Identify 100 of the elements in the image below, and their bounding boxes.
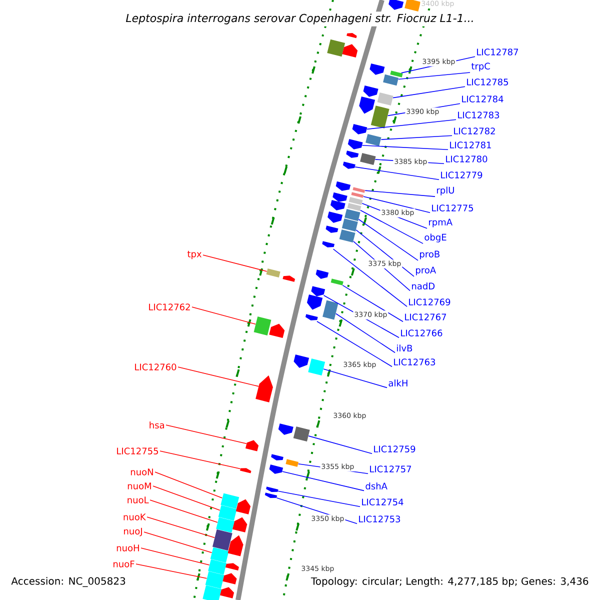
gene-label: LIC12783 bbox=[458, 112, 500, 118]
gene-label: LIC12766 bbox=[401, 330, 442, 336]
gene-label: nuoK bbox=[124, 514, 146, 520]
gene-pentagon bbox=[245, 440, 259, 452]
leader-line bbox=[278, 490, 360, 507]
gene-block bbox=[348, 197, 363, 205]
gene-block bbox=[220, 493, 240, 509]
gene-label: LIC12784 bbox=[462, 96, 504, 102]
gene-pentagon bbox=[352, 124, 368, 134]
gene-block bbox=[254, 316, 272, 336]
leader-line bbox=[140, 548, 210, 566]
gene-pentagon bbox=[278, 423, 294, 435]
gene-label: LIC12780 bbox=[446, 156, 488, 162]
gene-pentagon bbox=[328, 211, 343, 223]
gene-pentagon bbox=[222, 573, 237, 584]
gene-pentagon bbox=[225, 563, 239, 570]
gene-pentagon bbox=[271, 454, 284, 460]
gene-label: nuoN bbox=[130, 468, 153, 476]
gene-pentagon bbox=[336, 181, 351, 191]
gene-block bbox=[347, 203, 362, 211]
gene-block bbox=[342, 218, 358, 232]
gene-block bbox=[344, 208, 360, 222]
gene-pentagon bbox=[266, 486, 278, 492]
leader-line bbox=[364, 190, 436, 197]
gene-pentagon bbox=[305, 314, 318, 320]
gene-block bbox=[351, 192, 364, 198]
gene-block bbox=[383, 74, 399, 86]
gene-block bbox=[218, 505, 237, 521]
gene-label: LIC12754 bbox=[362, 498, 404, 506]
gene-label: nuoL bbox=[128, 496, 149, 504]
gene-block bbox=[360, 152, 376, 166]
leader-line bbox=[152, 486, 220, 511]
leader-line bbox=[342, 284, 404, 322]
gene-label: LIC12782 bbox=[454, 128, 495, 134]
gene-block bbox=[205, 571, 224, 589]
gene-label: LIC12763 bbox=[394, 358, 436, 366]
gene-pentagon bbox=[306, 294, 323, 310]
gene-pentagon bbox=[240, 468, 252, 474]
gene-label: LIC12755 bbox=[117, 448, 158, 454]
leader-line bbox=[380, 135, 452, 140]
leader-line bbox=[332, 248, 408, 307]
leader-line bbox=[398, 72, 470, 80]
gene-block bbox=[390, 70, 403, 78]
gene-pentagon bbox=[322, 241, 335, 248]
gene-block bbox=[212, 529, 232, 551]
gene-label: ilvB bbox=[397, 344, 412, 352]
gene-block bbox=[327, 39, 346, 57]
gene-block bbox=[370, 106, 390, 128]
gene-label: LIC12762 bbox=[149, 304, 190, 310]
gene-block bbox=[202, 585, 222, 600]
gene-label: dshA bbox=[366, 482, 388, 490]
gene-pentagon bbox=[269, 324, 285, 338]
gene-block bbox=[330, 278, 344, 286]
gene-block bbox=[216, 517, 235, 533]
gene-pentagon bbox=[232, 517, 248, 532]
leader-line bbox=[354, 166, 440, 180]
gene-label: rpmA bbox=[429, 218, 452, 228]
leader-line bbox=[144, 532, 212, 554]
gene-block bbox=[308, 358, 326, 376]
leader-line bbox=[323, 368, 388, 388]
gene-label: LIC12759 bbox=[374, 446, 416, 452]
gene-block bbox=[266, 268, 280, 278]
leader-line bbox=[360, 210, 424, 244]
gene-pentagon bbox=[316, 270, 329, 279]
gene-pentagon bbox=[220, 587, 234, 598]
gene-label: proA bbox=[416, 266, 436, 276]
gene-pentagon bbox=[346, 150, 359, 158]
gene-label: LIC12757 bbox=[370, 466, 411, 472]
gene-pentagon bbox=[342, 162, 356, 169]
gene-pentagon bbox=[228, 535, 244, 556]
gene-label: LIC12767 bbox=[405, 314, 446, 320]
gene-block bbox=[286, 459, 299, 467]
leader-line bbox=[363, 196, 430, 213]
gene-label: LIC12781 bbox=[450, 142, 491, 148]
leader-line bbox=[160, 450, 241, 470]
gene-pentagon bbox=[332, 192, 348, 202]
gene-label: nuoJ bbox=[124, 528, 142, 536]
gene-pentagon bbox=[269, 464, 284, 474]
gene-pentagon bbox=[363, 85, 378, 97]
gene-label: rplU bbox=[437, 186, 454, 196]
leader-line bbox=[358, 218, 418, 261]
leader-line bbox=[192, 306, 256, 325]
gene-block bbox=[322, 300, 338, 320]
gene-pentagon bbox=[359, 96, 376, 114]
gene-label: obgE bbox=[424, 234, 446, 242]
gene-block bbox=[293, 426, 310, 442]
gene-label: alkH bbox=[388, 380, 408, 386]
gene-label: trpC bbox=[471, 62, 490, 72]
leader-line bbox=[136, 564, 208, 579]
title: Leptospira interrogans serovar Copenhageni str. Fiocruz L1-1... bbox=[124, 12, 476, 26]
gene-block bbox=[210, 547, 229, 563]
gene-pentagon bbox=[388, 0, 404, 10]
gene-pentagon bbox=[256, 375, 273, 402]
gene-pentagon bbox=[264, 492, 278, 498]
leader-line bbox=[150, 500, 218, 523]
gene-label: nuoF bbox=[114, 560, 134, 568]
gene-label: nadD bbox=[412, 282, 435, 290]
leader-line bbox=[308, 436, 372, 454]
leader-line bbox=[336, 313, 396, 354]
gene-pentagon bbox=[326, 226, 338, 233]
